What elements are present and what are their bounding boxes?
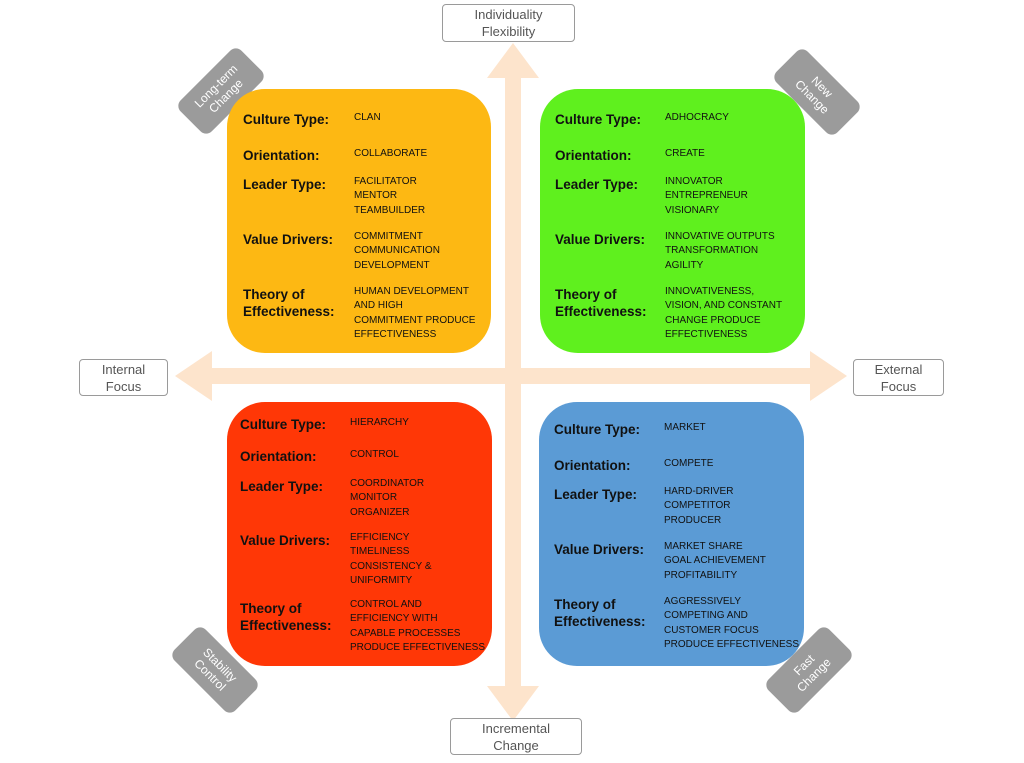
theory-label: Theory of Effectiveness: — [240, 601, 332, 633]
orientation-label: Orientation: — [243, 148, 320, 163]
theory-value: CONTROL AND EFFICIENCY WITH CAPABLE PROC… — [350, 599, 486, 654]
culture-type-value: CLAN — [354, 112, 381, 123]
leader-type-value: FACILITATOR MENTOR TEAMBUILDER — [354, 176, 426, 216]
culture-type-label: Culture Type: — [555, 112, 642, 127]
horizontal-axis-arrow — [175, 351, 847, 401]
quadrant-hierarchy: Culture Type: HIERARCHY Orientation: CON… — [227, 402, 492, 666]
theory-label: Theory of Effectiveness: — [243, 287, 335, 319]
leader-type-value: HARD-DRIVER COMPETITOR PRODUCER — [664, 486, 734, 526]
axis-label-left: Internal Focus — [79, 359, 168, 396]
leader-type-label: Leader Type: — [554, 487, 638, 502]
orientation-value: CREATE — [665, 148, 705, 159]
theory-value: AGGRESSIVELY COMPETING AND CUSTOMER FOCU… — [664, 596, 800, 651]
leader-type-value: INNOVATOR ENTREPRENEUR VISIONARY — [665, 176, 748, 216]
value-drivers-label: Value Drivers: — [240, 533, 331, 548]
theory-value: HUMAN DEVELOPMENT AND HIGH COMMITMENT PR… — [354, 286, 476, 341]
quadrant-adhocracy: Culture Type: ADHOCRACY Orientation: CRE… — [540, 89, 805, 353]
leader-type-label: Leader Type: — [243, 177, 327, 192]
value-drivers-label: Value Drivers: — [555, 232, 646, 247]
culture-type-value: HIERARCHY — [350, 417, 409, 428]
leader-type-label: Leader Type: — [555, 177, 639, 192]
value-drivers-label: Value Drivers: — [554, 542, 645, 557]
leader-type-label: Leader Type: — [240, 479, 324, 494]
leader-type-value: COORDINATOR MONITOR ORGANIZER — [350, 478, 425, 518]
quadrant-market: Culture Type: MARKET Orientation: COMPET… — [539, 402, 804, 666]
axis-label-bottom: Incremental Change — [450, 718, 582, 755]
orientation-value: COMPETE — [664, 458, 714, 469]
orientation-value: COLLABORATE — [354, 148, 428, 159]
theory-label: Theory of Effectiveness: — [554, 597, 646, 629]
theory-label: Theory of Effectiveness: — [555, 287, 647, 319]
value-drivers-value: INNOVATIVE OUTPUTS TRANSFORMATION AGILIT… — [665, 231, 775, 271]
theory-value: INNOVATIVENESS, VISION, AND CONSTANT CHA… — [665, 286, 783, 341]
orientation-value: CONTROL — [350, 449, 399, 460]
culture-type-label: Culture Type: — [243, 112, 330, 127]
orientation-label: Orientation: — [554, 458, 631, 473]
culture-type-value: MARKET — [664, 422, 706, 433]
orientation-label: Orientation: — [240, 449, 317, 464]
axis-label-right: External Focus — [853, 359, 944, 396]
value-drivers-value: MARKET SHARE GOAL ACHIEVEMENT PROFITABIL… — [664, 541, 766, 581]
value-drivers-value: COMMITMENT COMMUNICATION DEVELOPMENT — [354, 231, 440, 271]
quadrant-clan: Culture Type: CLAN Orientation: COLLABOR… — [227, 89, 491, 353]
culture-type-label: Culture Type: — [554, 422, 641, 437]
axis-label-top: Individuality Flexibility — [442, 4, 575, 42]
orientation-label: Orientation: — [555, 148, 632, 163]
value-drivers-label: Value Drivers: — [243, 232, 334, 247]
value-drivers-value: EFFICIENCY TIMELINESS CONSISTENCY & UNIF… — [350, 532, 432, 587]
culture-type-value: ADHOCRACY — [665, 112, 729, 123]
culture-type-label: Culture Type: — [240, 417, 327, 432]
